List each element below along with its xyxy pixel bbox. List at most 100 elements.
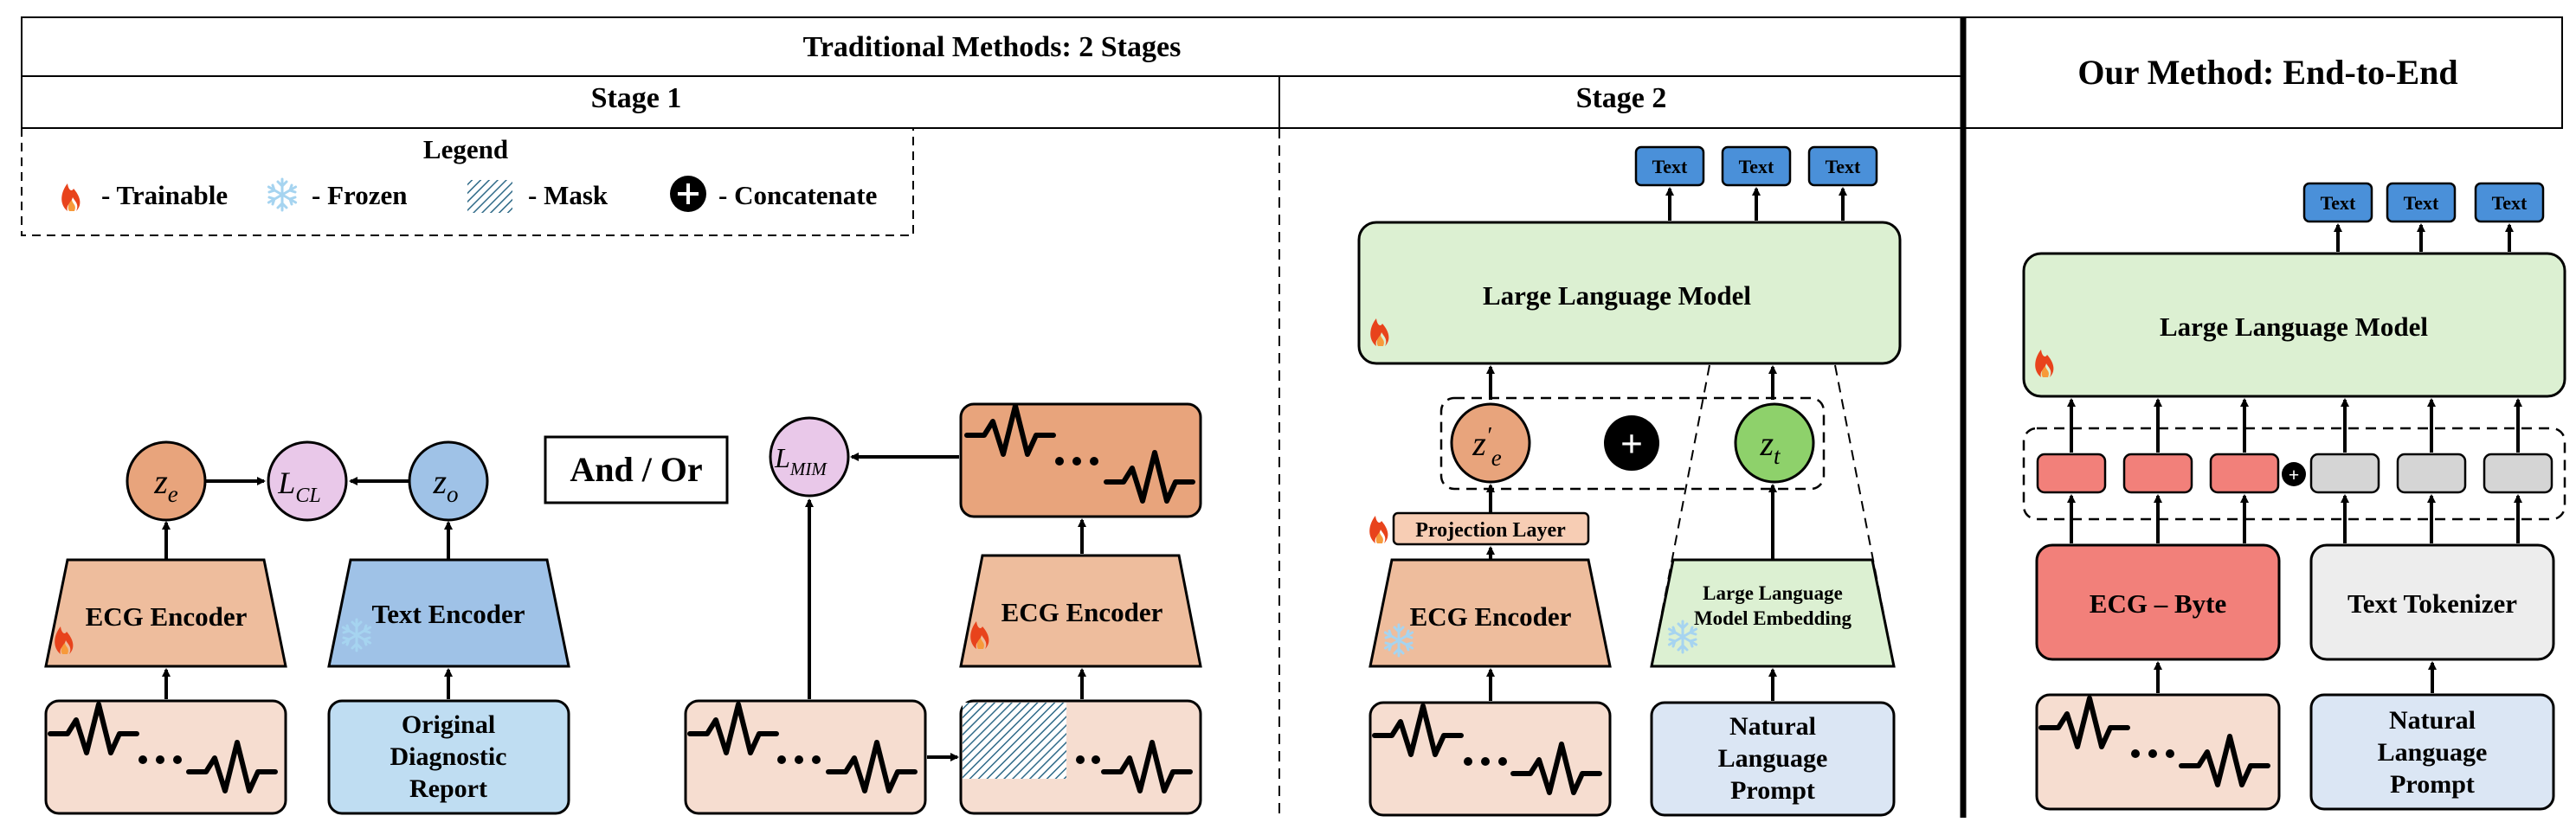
stage1-contrastive: ECG Encoder ze LCL zo Text Encoder Origi… bbox=[44, 440, 570, 815]
legend-frozen: - Frozen bbox=[312, 180, 407, 210]
zo-label: zo bbox=[432, 462, 458, 507]
text-output-label: Text bbox=[1739, 156, 1774, 177]
ecg-encoder-label-2: ECG Encoder bbox=[1001, 597, 1163, 627]
projection-layer-label: Projection Layer bbox=[1415, 519, 1566, 542]
report-line-1: Original bbox=[402, 710, 495, 739]
prompt-line-3: Prompt bbox=[1730, 776, 1815, 805]
stage2: Text Text Text Large Language Model z′e … bbox=[1357, 145, 1902, 817]
ze-label: ze bbox=[153, 462, 178, 507]
concat-group bbox=[1439, 396, 1826, 491]
ecg-signal-input-4 bbox=[2035, 693, 2281, 811]
diagnostic-report-input bbox=[327, 699, 570, 815]
lcl-label: LCL bbox=[277, 466, 320, 507]
ellipsis-dots bbox=[138, 755, 182, 764]
ecg-encoder-trapezoid-2 bbox=[959, 554, 1202, 668]
prompt-line-3: Prompt bbox=[2390, 770, 2475, 799]
prompt-line-2: Language bbox=[2378, 738, 2488, 767]
llm-box bbox=[2022, 252, 2566, 398]
text-output-box bbox=[2474, 182, 2545, 223]
header-frame bbox=[21, 16, 2563, 818]
ecg-byte-token bbox=[2036, 453, 2107, 494]
ecg-signal-input bbox=[44, 699, 287, 815]
concatenate-icon bbox=[1604, 415, 1659, 471]
our-method-arrows bbox=[2067, 223, 2522, 693]
ecg-signal-input-2 bbox=[684, 699, 927, 815]
legend-title: Legend bbox=[423, 134, 508, 164]
text-output-box bbox=[1807, 145, 1878, 187]
ecg-byte-label: ECG – Byte bbox=[2090, 588, 2226, 619]
ecg-encoder-frozen-trapezoid bbox=[1368, 558, 1612, 668]
projection-layer-box bbox=[1392, 511, 1590, 546]
concat-symbol: + bbox=[1620, 421, 1643, 466]
ecg-encoder-frozen-label: ECG Encoder bbox=[1410, 601, 1572, 632]
our-method-title: Our Method: End-to-End bbox=[2077, 53, 2457, 92]
llm-label: Large Language Model bbox=[2160, 312, 2428, 342]
fire-icon bbox=[61, 183, 80, 211]
text-encoder-label: Text Encoder bbox=[371, 599, 525, 629]
ecg-byte-token bbox=[2122, 453, 2193, 494]
snowflake-icon bbox=[267, 177, 298, 212]
natural-language-prompt-input-2 bbox=[2309, 693, 2555, 811]
mask-region bbox=[963, 703, 1066, 779]
fire-icon bbox=[1369, 516, 1388, 543]
text-output-label: Text bbox=[1826, 156, 1861, 177]
text-tokenizer-box bbox=[2309, 543, 2555, 661]
text-token bbox=[2396, 453, 2467, 494]
mask-swatch bbox=[467, 180, 512, 213]
zt-node bbox=[1734, 402, 1815, 484]
stage1-masked-arrows bbox=[805, 453, 1086, 761]
ze-prime-node bbox=[1450, 402, 1531, 484]
natural-language-prompt-input bbox=[1650, 701, 1896, 817]
text-output-box bbox=[2386, 182, 2457, 223]
ecg-byte-box bbox=[2035, 543, 2281, 661]
stage1-title: Stage 1 bbox=[591, 82, 682, 114]
stage1-arrows bbox=[162, 477, 453, 699]
stage2-title: Stage 2 bbox=[1576, 82, 1667, 114]
concat-symbol: + bbox=[2289, 464, 2300, 485]
ecg-byte-token bbox=[2209, 453, 2280, 494]
traditional-methods-title: Traditional Methods: 2 Stages bbox=[803, 31, 1182, 63]
text-output-box bbox=[1721, 145, 1792, 187]
text-output-label: Text bbox=[2404, 192, 2439, 214]
text-output-box bbox=[1634, 145, 1705, 187]
llm-embedding-trapezoid bbox=[1650, 558, 1896, 668]
concatenate-icon bbox=[2282, 462, 2306, 486]
text-tokenizer-label: Text Tokenizer bbox=[2347, 588, 2517, 619]
prompt-line-2: Language bbox=[1718, 744, 1828, 773]
text-encoder-trapezoid bbox=[327, 558, 570, 668]
and-or-label: And / Or bbox=[570, 450, 702, 489]
llm-embedding-line-2: Model Embedding bbox=[1694, 607, 1852, 629]
ecg-encoder-trapezoid bbox=[44, 558, 287, 668]
lmim-loss-node bbox=[769, 416, 850, 498]
report-line-3: Report bbox=[409, 774, 487, 803]
ecg-encoder-label: ECG Encoder bbox=[86, 601, 248, 632]
ze-prime-label: z′e bbox=[1472, 422, 1501, 471]
our-method: Text Text Text Large Language Model + EC… bbox=[2022, 182, 2566, 811]
text-output-label: Text bbox=[2321, 192, 2356, 214]
prompt-line-1: Natural bbox=[2389, 706, 2476, 735]
stage2-arrows bbox=[1486, 187, 1847, 701]
llm-embedding-line-1: Large Language bbox=[1703, 582, 1843, 604]
lmim-label: LMIM bbox=[774, 442, 828, 479]
ecg-signal-input-3 bbox=[1368, 701, 1612, 817]
legend-mask: - Mask bbox=[528, 180, 609, 210]
prompt-line-1: Natural bbox=[1729, 712, 1816, 741]
zt-label: zt bbox=[1759, 424, 1781, 469]
legend-trainable: - Trainable bbox=[101, 180, 228, 210]
report-line-2: Diagnostic bbox=[390, 742, 507, 771]
and-or-box bbox=[544, 435, 729, 504]
llm-label: Large Language Model bbox=[1483, 280, 1751, 311]
ze-node bbox=[126, 440, 207, 522]
text-output-label: Text bbox=[1652, 156, 1688, 177]
text-output-label: Text bbox=[2492, 192, 2528, 214]
text-token bbox=[2483, 453, 2553, 494]
llm-box bbox=[1357, 221, 1902, 365]
zo-node bbox=[408, 440, 489, 522]
stage1-masked: LMIM ECG Encoder bbox=[684, 402, 1202, 815]
text-output-box bbox=[2302, 182, 2373, 223]
lcl-loss-node bbox=[267, 440, 348, 522]
legend: Legend - Trainable - Frozen - Mask - Con… bbox=[21, 128, 914, 236]
text-token bbox=[2309, 453, 2380, 494]
legend-concatenate: - Concatenate bbox=[718, 180, 877, 210]
